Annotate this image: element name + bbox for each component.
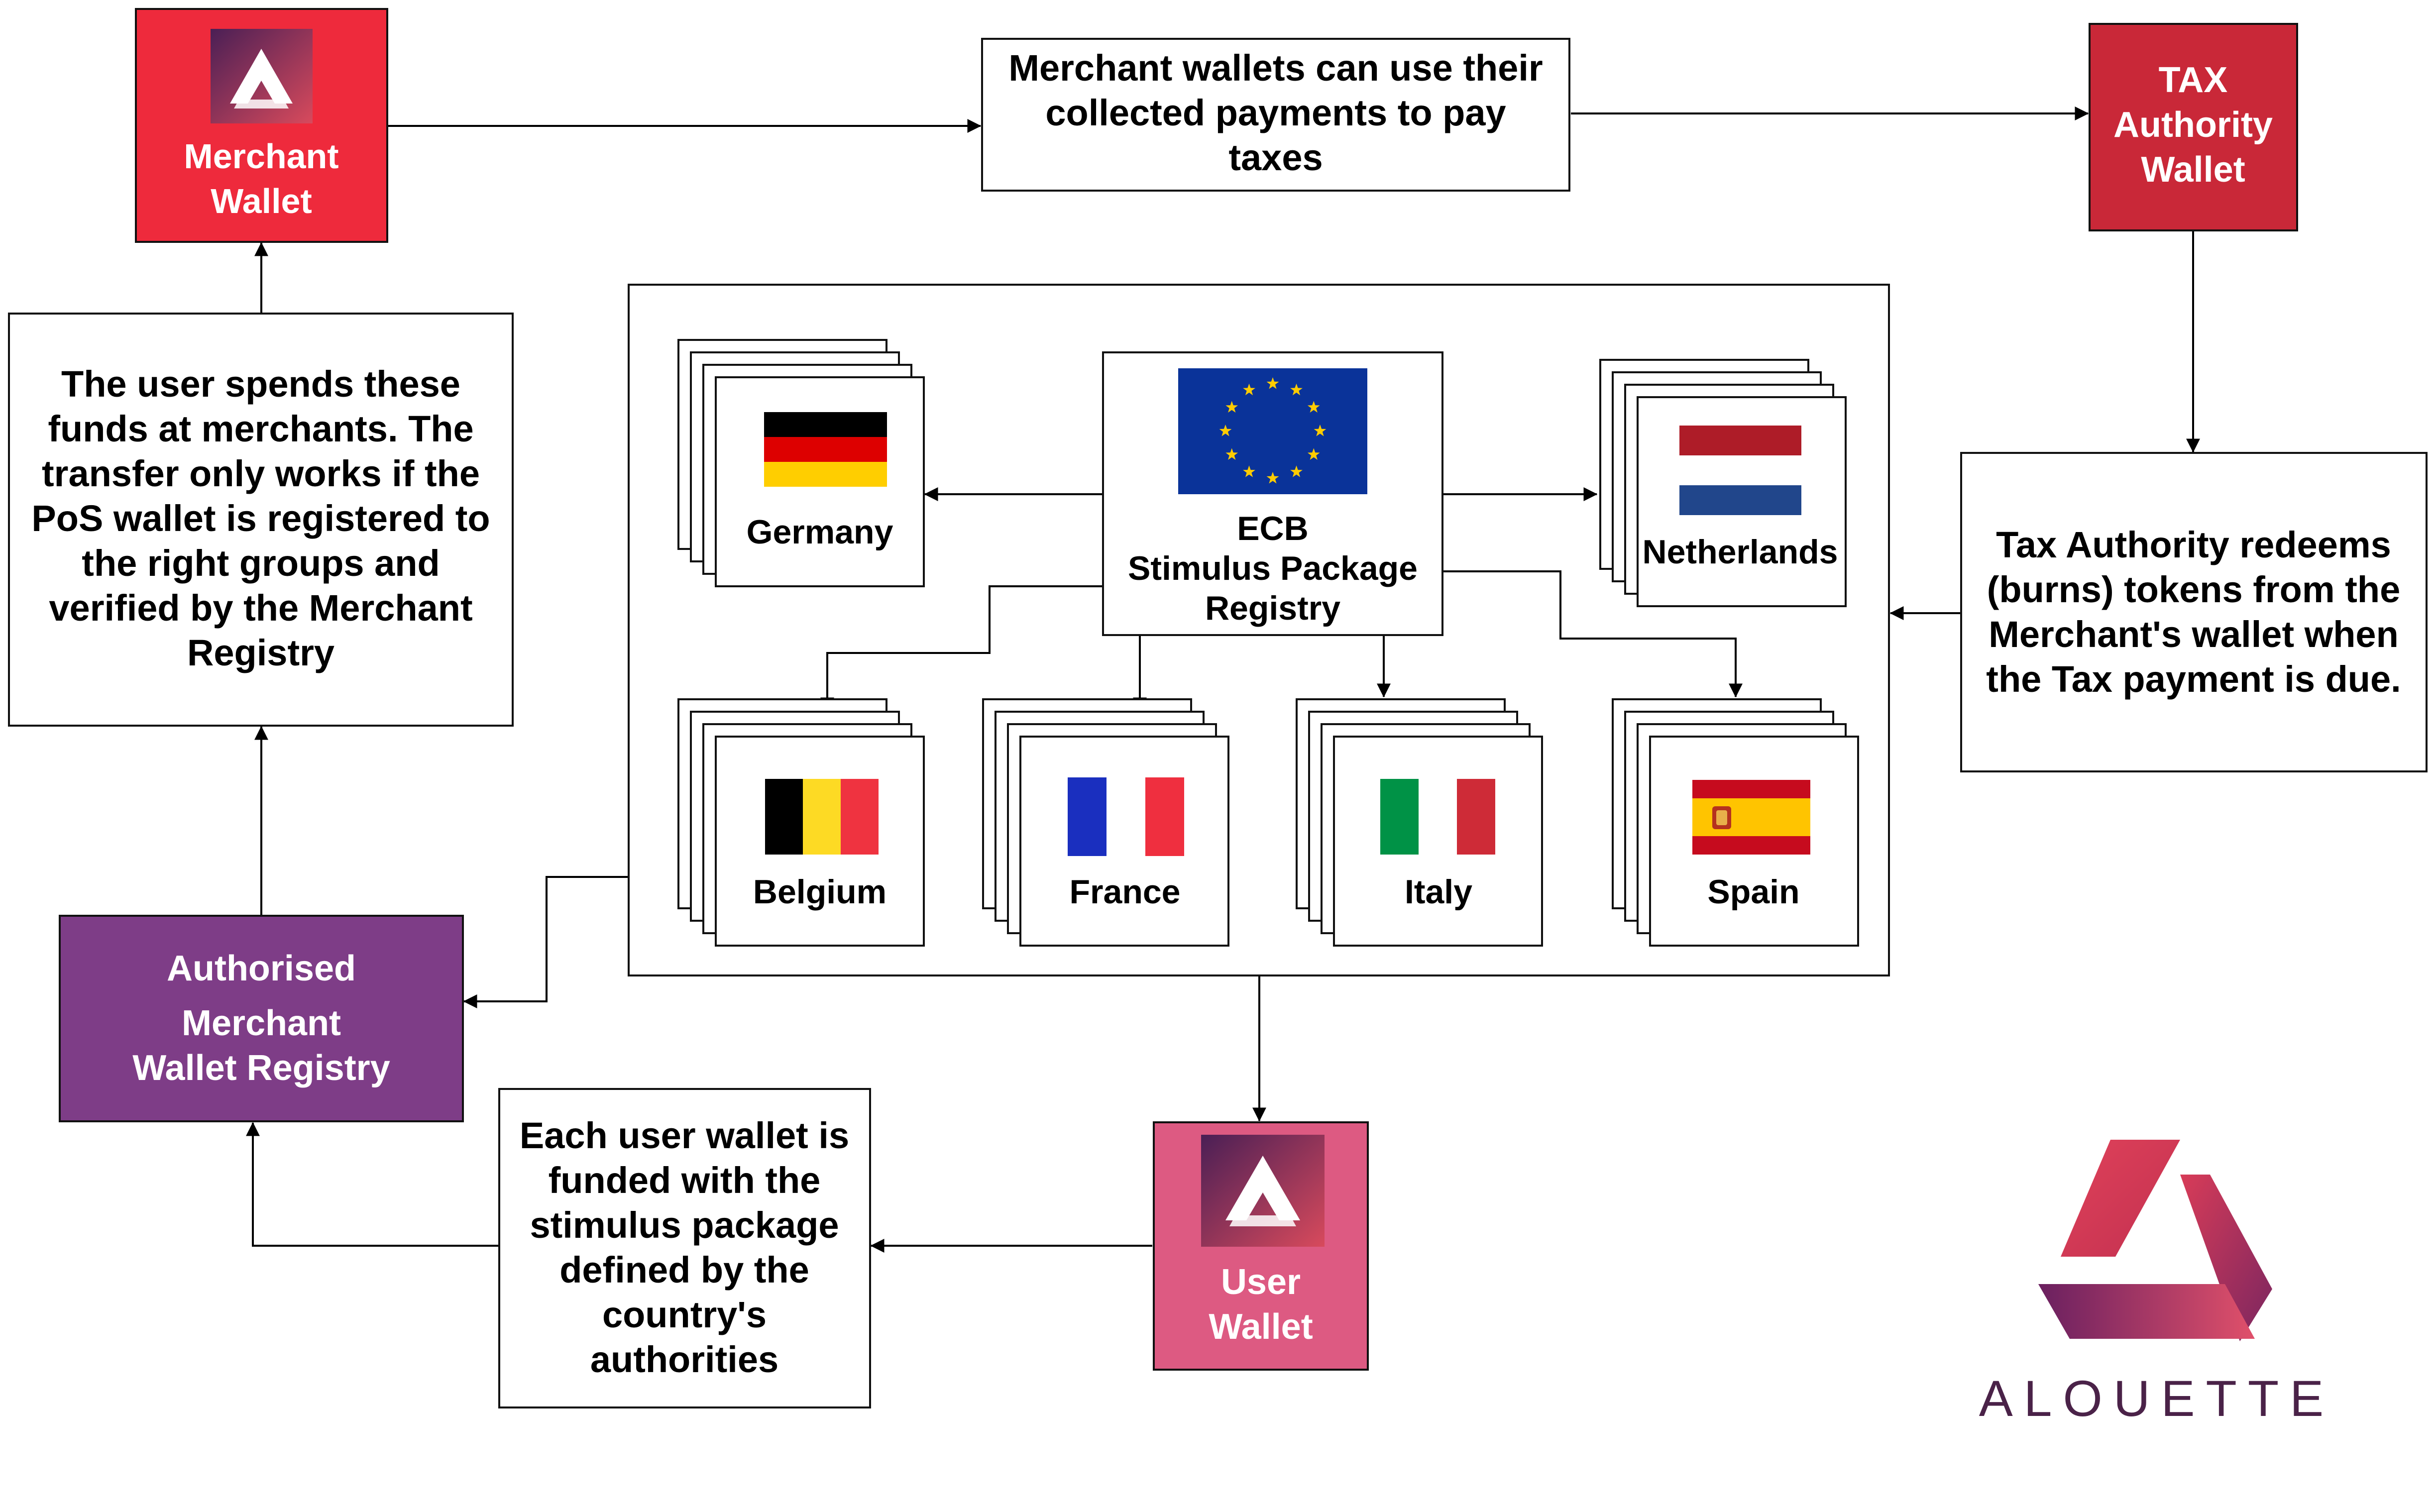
france-flag-icon	[1068, 777, 1184, 856]
alouette-app-icon	[1201, 1135, 1325, 1247]
germany-flag-icon	[764, 412, 887, 487]
eu-star-icon	[1314, 425, 1327, 436]
alouette-logo: ALOUETTE	[1979, 1140, 2334, 1427]
country-label-belgium: Belgium	[753, 873, 886, 911]
eu-star-icon	[1290, 465, 1303, 477]
note-spend-line-4: PoS wallet is registered to	[31, 498, 490, 539]
country-label-netherlands: Netherlands	[1643, 533, 1838, 571]
eu-star-icon	[1243, 383, 1255, 396]
eu-star-icon	[1266, 472, 1279, 484]
note-tax-redeem: Tax Authority redeems (burns) tokens fro…	[1960, 452, 2428, 772]
eu-flag-icon	[1178, 368, 1367, 494]
note-spend-line-3: transfer only works if the	[42, 453, 480, 494]
country-stack-germany: Germany	[677, 339, 925, 587]
merchant-wallet-title-2: Wallet	[211, 182, 312, 220]
note-tax-redeem-line-4: the Tax payment is due.	[1986, 658, 2401, 700]
arrow-container-to-registry	[463, 876, 629, 1008]
note-pay-taxes-line-3: taxes	[1228, 137, 1323, 178]
note-funded-line-4: defined by the	[559, 1249, 809, 1291]
ecb-registry-node: ECB Stimulus Package Registry	[1102, 351, 1443, 636]
user-wallet-title-2: Wallet	[1209, 1307, 1313, 1347]
note-tax-redeem-line-2: (burns) tokens from the	[1987, 569, 2400, 610]
user-wallet-node: User Wallet	[1153, 1121, 1369, 1371]
note-pay-taxes-line-1: Merchant wallets can use their	[1008, 47, 1543, 89]
arrow-ecb-to-spain	[1442, 570, 1743, 698]
country-stack-netherlands: Netherlands	[1599, 359, 1847, 607]
brand-wordmark: ALOUETTE	[1979, 1370, 2334, 1427]
note-spend-at-merchants: The user spends these funds at merchants…	[8, 313, 514, 727]
eu-star-icon	[1307, 401, 1320, 413]
country-label-spain: Spain	[1707, 873, 1799, 911]
member-states-container	[628, 284, 1890, 976]
eu-star-icon	[1243, 465, 1255, 477]
belgium-flag-icon	[765, 779, 879, 855]
arrow-funded-to-registry	[246, 1122, 499, 1247]
note-user-wallet-funded: Each user wallet is funded with the stim…	[498, 1088, 871, 1408]
note-pay-taxes: Merchant wallets can use their collected…	[981, 38, 1570, 192]
note-tax-redeem-line-1: Tax Authority redeems	[1996, 524, 2391, 565]
note-funded-line-2: funded with the	[549, 1160, 821, 1201]
ecb-title-1: ECB	[1237, 510, 1309, 547]
eu-star-icon	[1225, 448, 1238, 460]
note-tax-redeem-line-3: Merchant's wallet when	[1989, 614, 2399, 655]
spain-flag-icon	[1692, 780, 1810, 855]
ecb-title-3: Registry	[1205, 589, 1340, 627]
note-spend-line-2: funds at merchants. The	[48, 408, 473, 449]
note-funded-line-5: country's	[602, 1294, 767, 1335]
country-stack-italy: Italy	[1296, 698, 1543, 947]
tax-authority-wallet-node: TAX Authority Wallet	[2089, 23, 2298, 231]
note-pay-taxes-line-2: collected payments to pay	[1045, 92, 1506, 133]
alouette-triangle-icon	[2038, 1140, 2272, 1341]
country-label-italy: Italy	[1405, 873, 1472, 911]
note-spend-line-1: The user spends these	[61, 363, 460, 405]
registry-title-2: Merchant	[182, 1003, 341, 1043]
country-stack-france: France	[982, 698, 1229, 947]
netherlands-flag-icon	[1679, 426, 1801, 515]
eu-star-icon	[1225, 401, 1238, 413]
registry-title-3: Wallet Registry	[132, 1048, 390, 1088]
eu-star-icon	[1219, 425, 1232, 436]
tax-wallet-title-3: Wallet	[2141, 150, 2245, 190]
tax-wallet-title-1: TAX	[2159, 60, 2228, 100]
country-stack-spain: Spain	[1612, 698, 1859, 947]
tax-wallet-title-2: Authority	[2113, 105, 2273, 145]
note-spend-line-5: the right groups and	[82, 542, 440, 584]
ecb-title-2: Stimulus Package	[1128, 549, 1418, 587]
country-label-germany: Germany	[747, 513, 893, 551]
merchant-wallet-node: Merchant Wallet	[135, 8, 388, 243]
country-label-france: France	[1070, 873, 1181, 911]
alouette-app-icon	[211, 29, 313, 123]
eu-star-icon	[1266, 377, 1279, 389]
merchant-wallet-title-1: Merchant	[184, 137, 338, 176]
eu-star-icon	[1307, 448, 1320, 460]
arrow-ecb-to-belgium	[820, 585, 1103, 712]
user-wallet-title-1: User	[1221, 1262, 1301, 1302]
note-spend-line-7: Registry	[187, 632, 334, 673]
country-stack-belgium: Belgium	[677, 698, 925, 947]
italy-flag-icon	[1380, 779, 1495, 855]
note-funded-line-1: Each user wallet is	[520, 1115, 849, 1156]
eu-star-icon	[1290, 383, 1303, 396]
merchant-registry-node: Authorised Merchant Wallet Registry	[59, 915, 464, 1122]
note-funded-line-3: stimulus package	[530, 1204, 839, 1246]
registry-title-1: Authorised	[167, 949, 356, 988]
note-spend-line-6: verified by the Merchant	[49, 587, 472, 629]
note-funded-line-6: authorities	[590, 1339, 778, 1380]
